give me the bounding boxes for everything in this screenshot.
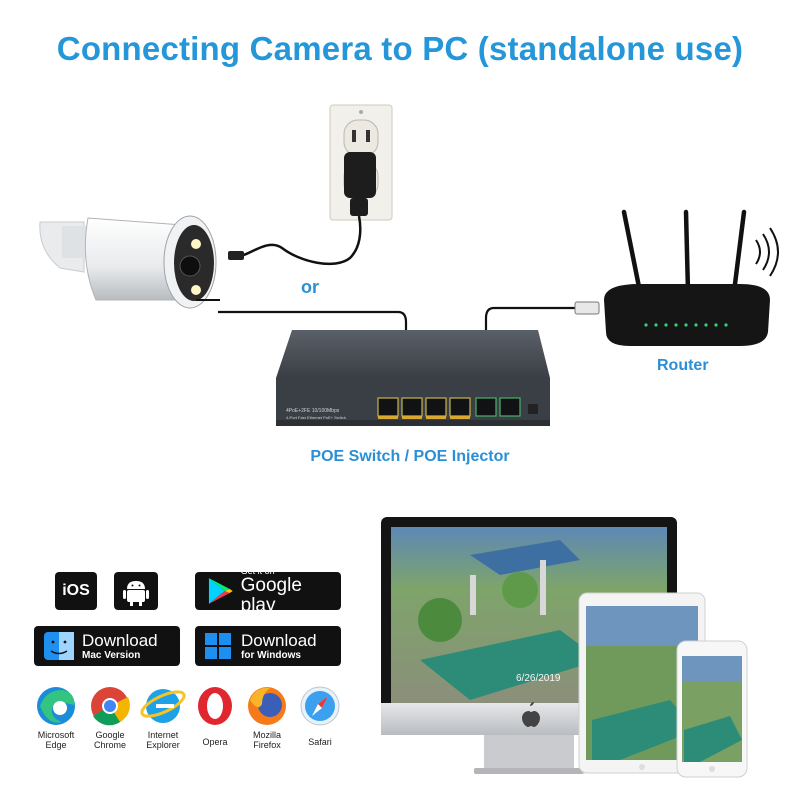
wall-outlet-icon xyxy=(228,104,393,266)
browser-label: Edge xyxy=(45,740,67,750)
windows-icon xyxy=(205,633,231,659)
browser-label: Opera xyxy=(202,737,228,747)
camera-ethernet-cable xyxy=(218,310,408,372)
firefox-icon xyxy=(248,687,286,725)
page-title: Connecting Camera to PC (standalone use) xyxy=(56,30,744,67)
finder-icon xyxy=(44,632,74,660)
opera-icon xyxy=(198,687,232,725)
browser-label: Internet xyxy=(147,730,179,740)
download-mac-small: Mac Version xyxy=(82,650,141,661)
tablet-icon xyxy=(578,592,706,774)
switch-model-text: 4PoE+2FE 10/100Mbps xyxy=(286,408,340,414)
phone-icon xyxy=(676,640,748,778)
browser-label: Mozilla xyxy=(252,730,281,740)
poe-label: POE Switch / POE Injector xyxy=(310,448,510,465)
browser-label: Chrome xyxy=(93,740,126,750)
browser-label: Firefox xyxy=(253,740,281,750)
ie-icon xyxy=(140,689,186,723)
download-windows-button[interactable]: Download for Windows xyxy=(195,626,341,666)
router-label: Router xyxy=(657,357,709,374)
browser-label: Explorer xyxy=(146,740,180,750)
poe-switch-icon xyxy=(276,330,550,426)
browser-opera[interactable]: Opera xyxy=(183,737,247,747)
monitor-timestamp: 6/26/2019 xyxy=(516,673,561,684)
apple-logo-icon xyxy=(522,702,540,727)
google-play-button[interactable]: Get it on Google play xyxy=(195,566,341,616)
browser-label: Microsoft xyxy=(37,730,75,740)
router-icon xyxy=(604,209,779,346)
google-play-icon xyxy=(208,578,233,604)
browser-edge[interactable]: Microsoft Edge xyxy=(24,730,88,750)
edge-icon xyxy=(37,687,75,725)
ios-badge[interactable]: iOS xyxy=(55,572,97,610)
download-windows-small: for Windows xyxy=(241,650,301,661)
switch-desc-text: 4-Port Fast Ethernet PoE+ Switch xyxy=(286,415,346,420)
router-ethernet-cable xyxy=(484,306,590,370)
ios-label: iOS xyxy=(62,582,90,599)
android-icon xyxy=(123,581,149,606)
safari-icon xyxy=(300,686,340,726)
android-badge[interactable] xyxy=(114,572,158,610)
download-windows-big: Download xyxy=(241,631,317,650)
browser-safari[interactable]: Safari xyxy=(288,737,352,747)
camera-icon xyxy=(39,215,220,309)
google-play-big: Google play xyxy=(240,575,302,616)
browser-ie[interactable]: Internet Explorer xyxy=(131,730,195,750)
browser-chrome[interactable]: Google Chrome xyxy=(78,730,142,750)
download-mac-button[interactable]: Download Mac Version xyxy=(34,626,180,666)
browser-firefox[interactable]: Mozilla Firefox xyxy=(235,730,299,750)
google-play-small: Get it on xyxy=(240,566,275,576)
download-mac-big: Download xyxy=(82,631,158,650)
browser-label: Safari xyxy=(308,737,332,747)
chrome-icon xyxy=(91,687,130,726)
browser-label: Google xyxy=(95,730,125,740)
or-label: or xyxy=(301,277,319,297)
